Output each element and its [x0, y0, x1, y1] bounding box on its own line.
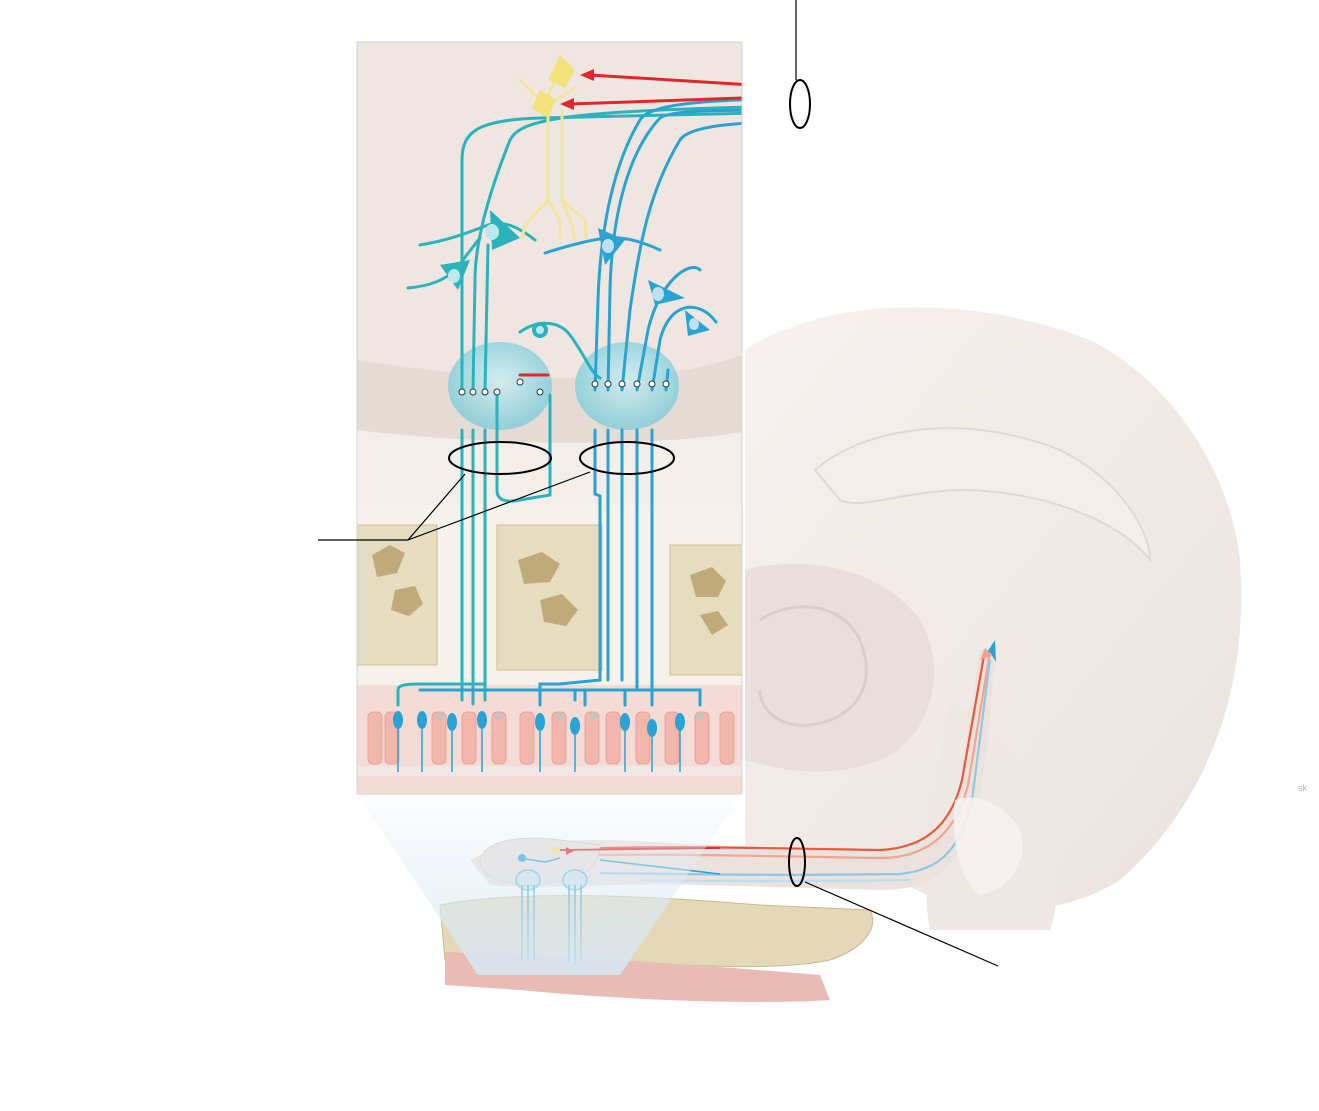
- efferent-arrowhead-lower: [560, 98, 574, 110]
- mitral-cells: [440, 210, 710, 338]
- glomerular-synapses: [458, 378, 670, 396]
- gyrus-fold: [758, 605, 868, 727]
- epithelial-cells: [367, 711, 735, 765]
- olfactory-receptor-neurons: [393, 711, 685, 737]
- supporting-cells: [436, 712, 704, 720]
- bundle-ring-right: [579, 441, 675, 475]
- inset-frame: [356, 41, 743, 795]
- bundle-ring-lower: [788, 837, 806, 887]
- centrifugal-neuron-upper: [548, 55, 575, 88]
- efferent-arrowhead-upper: [580, 69, 594, 81]
- temporal-lobe: [745, 563, 935, 772]
- corpus-callosum: [813, 427, 1152, 563]
- label-line-left: [318, 471, 591, 541]
- lower-schematic: [357, 794, 874, 1002]
- efferent-fibers: [518, 73, 742, 377]
- bundle-ring-top: [789, 79, 811, 129]
- zoom-cone: [357, 794, 742, 975]
- glomerulus-right: [575, 342, 679, 430]
- olfactory-mucosa: [357, 685, 742, 794]
- bone-blocks: [357, 524, 742, 676]
- efferent-arrowhead-tract: [980, 648, 992, 660]
- bundle-ring-left: [448, 441, 552, 475]
- hypothalamic-region: [953, 797, 1023, 895]
- brain-background: [470, 307, 1242, 930]
- centrifugal-neurons: [518, 55, 588, 242]
- label-line-bottom-right: [804, 881, 999, 967]
- receptor-dendrites: [397, 729, 681, 772]
- centrifugal-neuron-lower: [532, 90, 556, 118]
- inset-panel: [357, 42, 742, 794]
- glomerulus-left: [448, 342, 552, 430]
- teal-fibers: [396, 105, 742, 707]
- artist-signature: sk: [1298, 783, 1307, 793]
